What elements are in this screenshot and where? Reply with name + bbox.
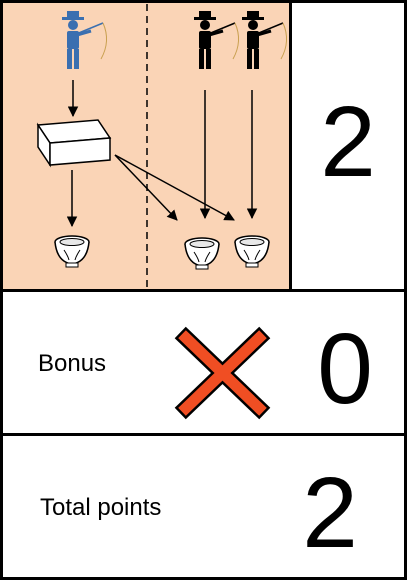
total-row <box>0 433 407 580</box>
arrow-icon <box>114 154 178 221</box>
score-value: 2 <box>320 86 376 198</box>
score-panel <box>289 0 407 292</box>
bowl-icon <box>54 235 90 268</box>
box-icon <box>36 119 112 168</box>
total-value: 2 <box>302 457 358 569</box>
red-cross-icon <box>174 326 271 420</box>
bowl-icon <box>184 237 220 270</box>
bonus-label: Bonus <box>38 350 107 377</box>
total-label: Total points <box>40 494 162 521</box>
fisher-icon <box>60 9 109 71</box>
arrow-icon <box>114 154 235 221</box>
fisher-icon <box>240 9 289 71</box>
fisher-icon <box>192 9 241 71</box>
bowl-icon <box>234 235 270 268</box>
bonus-value: 0 <box>317 313 373 425</box>
